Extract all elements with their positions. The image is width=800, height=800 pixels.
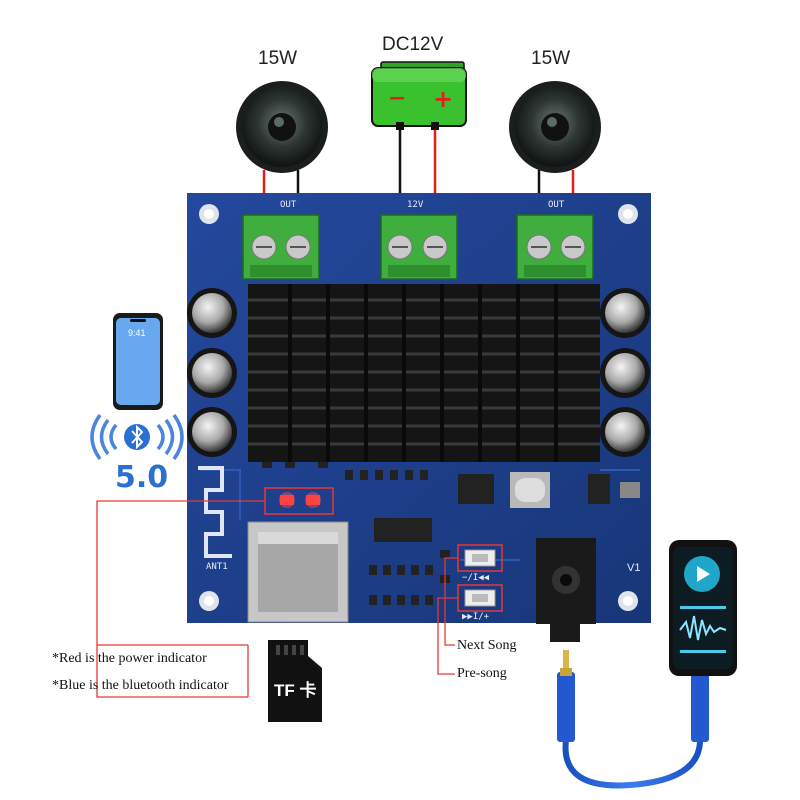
- speaker-icon: [509, 81, 601, 173]
- smd-components: [262, 462, 640, 605]
- antenna-trace: [198, 466, 232, 558]
- phone-icon: [113, 313, 163, 410]
- right-speaker-label: 15W: [531, 48, 571, 69]
- battery-plus: +: [433, 85, 454, 113]
- phone-time: 9:41: [128, 328, 146, 338]
- bluetooth-version: 5.0: [115, 460, 169, 495]
- note-red: *Red is the power indicator: [52, 651, 207, 666]
- terminal-block-right: [516, 214, 594, 280]
- silk-out-right: OUT: [548, 200, 565, 210]
- terminal-block-left: [242, 214, 320, 280]
- silk-ant: ANT1: [206, 562, 228, 572]
- tf-card-slot: [247, 521, 349, 623]
- tf-card-label: TF 卡: [274, 681, 317, 700]
- tf-card-icon: [268, 640, 322, 722]
- prev-next-buttons: [457, 544, 503, 612]
- callout-lines: [96, 500, 458, 698]
- battery-icon: [371, 61, 467, 127]
- power-label: DC12V: [382, 34, 444, 55]
- battery-minus: −: [388, 86, 407, 111]
- audio-jack-icon: [536, 538, 596, 642]
- note-blue: *Blue is the bluetooth indicator: [52, 678, 229, 693]
- audio-cable: [557, 650, 709, 789]
- silk-out-left: OUT: [280, 200, 297, 210]
- silk-12v: 12V: [407, 200, 424, 210]
- bluetooth-icon: [90, 413, 184, 461]
- music-player-icon: [669, 540, 737, 676]
- silk-next: ▶▶I/+: [462, 612, 490, 622]
- terminal-block-power: [380, 214, 458, 280]
- silk-prev: −/I◀◀: [462, 573, 490, 583]
- left-speaker-label: 15W: [258, 48, 298, 69]
- speaker-icon: [236, 81, 328, 173]
- heatsink: [248, 284, 600, 462]
- pre-song-label: Pre-song: [457, 666, 507, 681]
- capacitors: [187, 288, 650, 457]
- silk-v1: V1: [627, 562, 641, 574]
- indicator-leds: [264, 487, 334, 515]
- next-song-label: Next Song: [457, 638, 517, 653]
